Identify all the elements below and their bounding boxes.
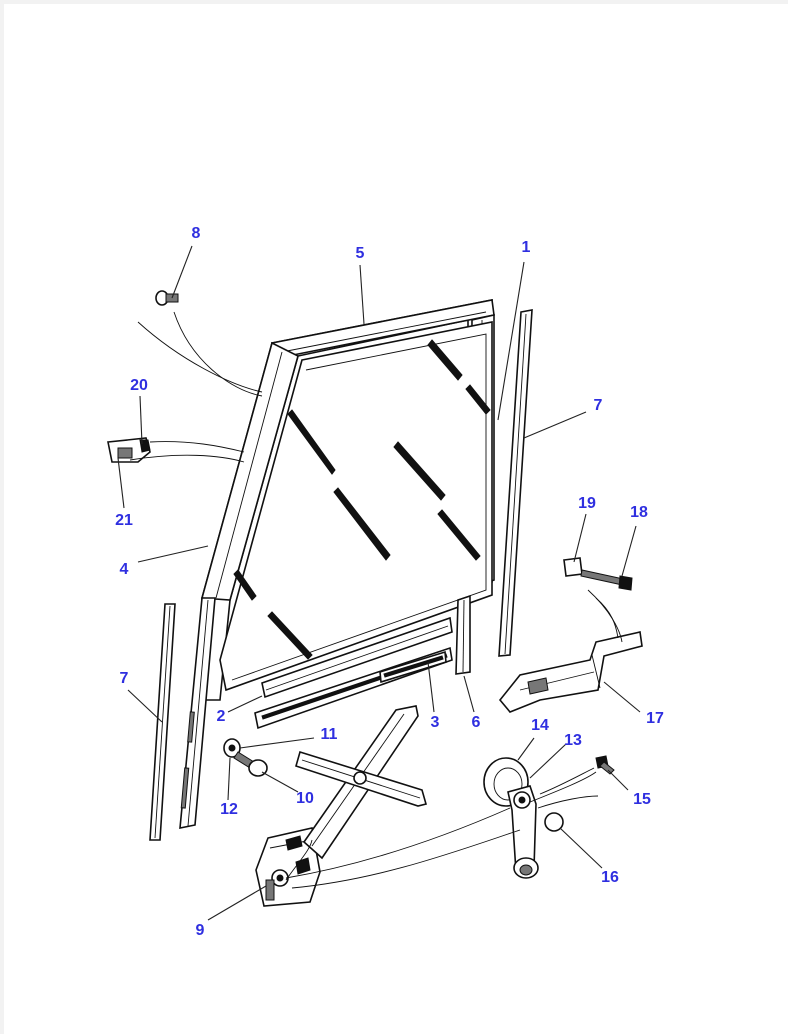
callout-10: 10	[296, 790, 314, 807]
clip-part-20	[107, 437, 151, 463]
callout-16: 16	[601, 869, 619, 886]
leader-lines	[117, 245, 641, 921]
seal-strip-right	[498, 309, 533, 657]
bolt-part-18	[563, 557, 633, 591]
winder-handle-part-13	[507, 785, 539, 879]
callout-9: 9	[195, 922, 205, 939]
callout-15: 15	[633, 791, 651, 808]
run-channel	[455, 594, 471, 675]
callout-17: 17	[646, 710, 664, 727]
callout-12: 12	[220, 801, 238, 818]
callout-19: 19	[578, 495, 596, 512]
callout-8: 8	[191, 225, 201, 242]
knob-part-16	[544, 812, 564, 832]
screw-part-15	[595, 755, 615, 775]
callout-7-right: 7	[593, 397, 603, 414]
callout-2: 2	[216, 708, 226, 725]
window-glass	[219, 321, 493, 692]
callout-7-left: 7	[119, 670, 129, 687]
bracket-part-17	[498, 631, 643, 713]
callout-13: 13	[564, 732, 582, 749]
assembly-guide-lines	[129, 311, 623, 889]
callout-21: 21	[115, 512, 133, 529]
callout-14: 14	[531, 717, 549, 734]
callout-20: 20	[130, 377, 148, 394]
callout-18: 18	[630, 504, 648, 521]
callout-1: 1	[521, 239, 531, 256]
regulator-part-9	[255, 705, 427, 907]
seal-strip-left	[149, 603, 176, 841]
lower-channels	[254, 616, 453, 730]
screw-part-8	[155, 290, 179, 306]
callout-6: 6	[471, 714, 481, 731]
callout-3: 3	[430, 714, 440, 731]
callout-11: 11	[320, 726, 338, 743]
callout-5: 5	[355, 245, 365, 262]
callout-4: 4	[119, 561, 129, 578]
